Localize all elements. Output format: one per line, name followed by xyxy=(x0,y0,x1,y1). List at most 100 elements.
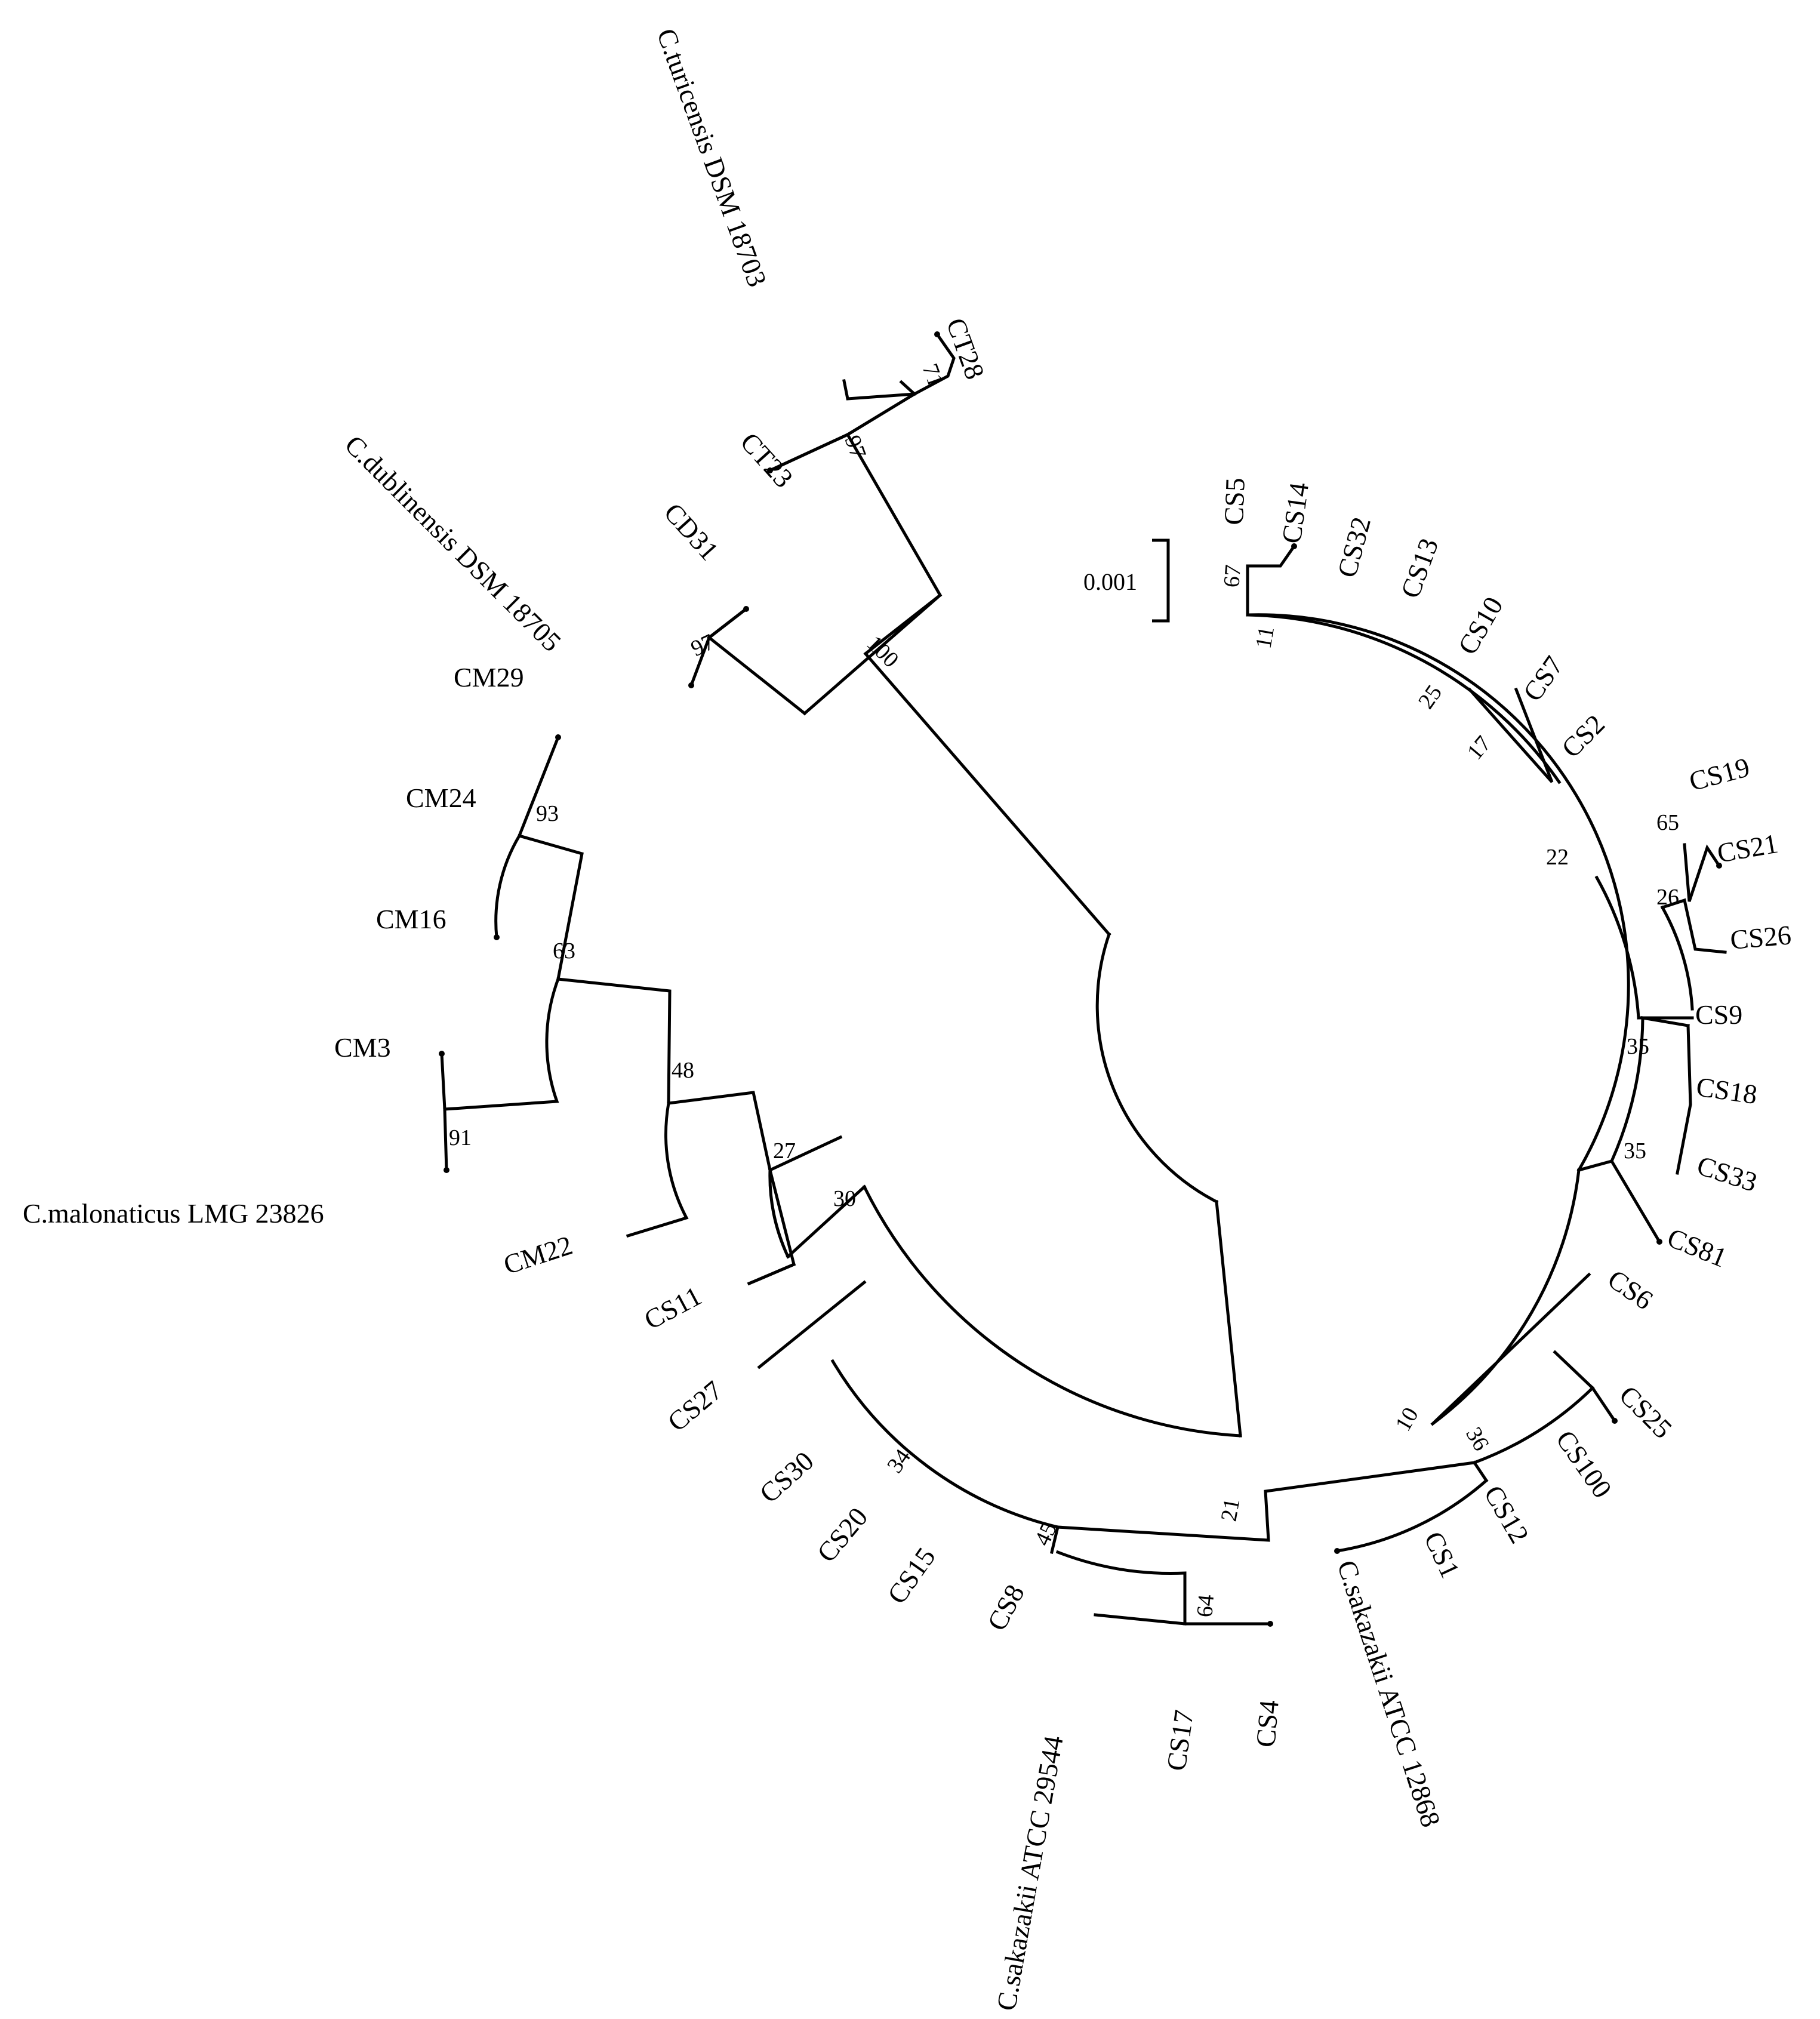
bootstrap-label: 30 xyxy=(833,1186,856,1211)
upper-arc xyxy=(1246,613,1630,1172)
taxon-label-CS4: CS4 xyxy=(1250,1698,1285,1748)
taxon-label-CS25: CS25 xyxy=(1613,1380,1678,1444)
taxon-label-CM3: CM3 xyxy=(334,1032,391,1063)
node-35-ladder xyxy=(1676,1024,1692,1175)
node-36 xyxy=(1472,1350,1595,1483)
taxon-label-CS10: CS10 xyxy=(1452,592,1508,660)
branch-C-turicensis xyxy=(842,379,916,401)
taxon-label-CS2: CS2 xyxy=(1556,709,1610,764)
branch-CS11 xyxy=(747,1262,796,1286)
bootstrap-label: 22 xyxy=(1546,845,1569,870)
node-25 xyxy=(1467,687,1554,783)
bootstrap-label: 67 xyxy=(1219,564,1246,589)
root-branch-upper xyxy=(863,651,1111,937)
bootstrap-label: 63 xyxy=(553,938,575,964)
node-11 xyxy=(1246,544,1297,617)
root-branch-lower xyxy=(1215,1200,1242,1438)
taxon-label-CS30: CS30 xyxy=(754,1445,820,1509)
node-63-arc xyxy=(443,977,561,1111)
tip-dot xyxy=(555,734,561,740)
taxon-label-CS9: CS9 xyxy=(1695,999,1742,1030)
bootstrap-label: 25 xyxy=(1413,681,1447,713)
taxon-label-CS8: CS8 xyxy=(981,1580,1030,1636)
taxon-label-CS1: CS1 xyxy=(1418,1527,1466,1583)
scale-bar-label: 0.001 xyxy=(1083,568,1137,595)
taxon-label-CS100: CS100 xyxy=(1550,1424,1618,1503)
node-45-stem xyxy=(1049,1525,1060,1555)
bootstrap-label: 64 xyxy=(1192,1593,1219,1618)
taxon-label-CS15: CS15 xyxy=(881,1542,941,1609)
bootstrap-label: 35 xyxy=(1627,1034,1649,1059)
scale-bar: 0.001 xyxy=(1083,538,1170,623)
bootstrap-label: 11 xyxy=(1251,624,1280,650)
taxon-label-CS81: CS81 xyxy=(1663,1222,1731,1273)
taxon-label-CS32: CS32 xyxy=(1331,514,1376,581)
branch-CT28 xyxy=(912,332,956,396)
taxon-label-CS12: CS12 xyxy=(1478,1481,1535,1549)
tip-dot xyxy=(1656,1239,1662,1245)
node-65 xyxy=(1683,843,1722,902)
tip-dot xyxy=(1334,1548,1340,1554)
tip-dot xyxy=(688,682,694,688)
bootstrap-label: 100 xyxy=(862,631,904,673)
bootstrap-label: 91 xyxy=(449,1125,472,1150)
node-17-arc xyxy=(1246,613,1562,784)
bootstrap-label: 71 xyxy=(917,361,949,390)
bootstrap-label: 45 xyxy=(1030,1519,1062,1550)
bootstrap-label: 21 xyxy=(1217,1497,1245,1524)
bootstrap-label: 27 xyxy=(773,1138,796,1164)
bootstrap-label: 10 xyxy=(1390,1404,1423,1436)
tip-dot xyxy=(1291,543,1297,549)
node-93-stem xyxy=(517,833,584,981)
taxon-label-CS7: CS7 xyxy=(1517,651,1569,707)
taxon-label-CM29: CM29 xyxy=(454,662,524,693)
tip-dot xyxy=(444,1167,449,1173)
taxon-label-CS5: CS5 xyxy=(1218,477,1251,525)
branch-CT23 xyxy=(768,432,850,473)
taxon-label-CS14: CS14 xyxy=(1276,481,1314,545)
node-93-arc xyxy=(494,735,561,939)
branch-CS27 xyxy=(757,1280,867,1369)
taxon-label-C-sakazakii-12868: C.sakazakii ATCC 12868 xyxy=(1331,1556,1446,1830)
node-10 xyxy=(1430,1168,1591,1426)
taxon-label-C-dublinensis: C.dublinensis DSM 18705 xyxy=(339,429,567,657)
taxon-label-CS26: CS26 xyxy=(1729,919,1792,955)
bootstrap-label: 34 xyxy=(882,1445,916,1478)
taxon-label-CS27: CS27 xyxy=(662,1375,728,1438)
taxon-label-CS20: CS20 xyxy=(811,1501,874,1568)
node-71 xyxy=(845,380,917,437)
taxon-label-CM24: CM24 xyxy=(406,783,476,813)
taxon-label-C-sakazakii-29544: C.sakazakii ATCC 29544 xyxy=(991,1734,1069,2013)
branch-to-turicensis xyxy=(845,432,943,598)
node-26 xyxy=(1637,905,1694,1020)
node-36-tips xyxy=(1335,1386,1617,1553)
node-63 xyxy=(556,977,672,1105)
taxon-label-CM22: CM22 xyxy=(500,1230,576,1281)
bootstrap-label: 35 xyxy=(1624,1138,1646,1164)
tip-dot xyxy=(1612,1418,1618,1424)
bootstrap-label: 48 xyxy=(672,1058,694,1083)
tip-dot xyxy=(743,606,749,612)
node-35-outer xyxy=(1576,1159,1662,1244)
node-35-inner xyxy=(1609,1016,1690,1164)
tree-branches xyxy=(440,332,1727,1626)
root-arc xyxy=(1095,932,1219,1204)
tip-dot xyxy=(1716,863,1722,869)
branch-to-dublinensis xyxy=(707,635,807,716)
node-64-branch xyxy=(1094,1613,1272,1626)
taxon-label-CS11: CS11 xyxy=(639,1281,707,1335)
bootstrap-label: 17 xyxy=(1462,731,1496,765)
node-48 xyxy=(667,1091,772,1172)
tip-dot xyxy=(439,1051,445,1057)
node-45 xyxy=(830,1359,1060,1529)
node-22-arc xyxy=(1594,875,1640,1020)
bootstrap-label: 65 xyxy=(1656,810,1679,835)
tip-dot xyxy=(767,467,773,473)
taxon-label-CS33: CS33 xyxy=(1693,1150,1761,1198)
taxon-label-CS18: CS18 xyxy=(1695,1071,1759,1110)
node-64 xyxy=(1055,1550,1187,1626)
branch-C-dublinensis xyxy=(689,635,712,688)
taxon-label-CS19: CS19 xyxy=(1686,752,1753,797)
bootstrap-values: 71 97 100 97 93 63 91 48 27 30 34 45 64 … xyxy=(449,361,1679,1618)
